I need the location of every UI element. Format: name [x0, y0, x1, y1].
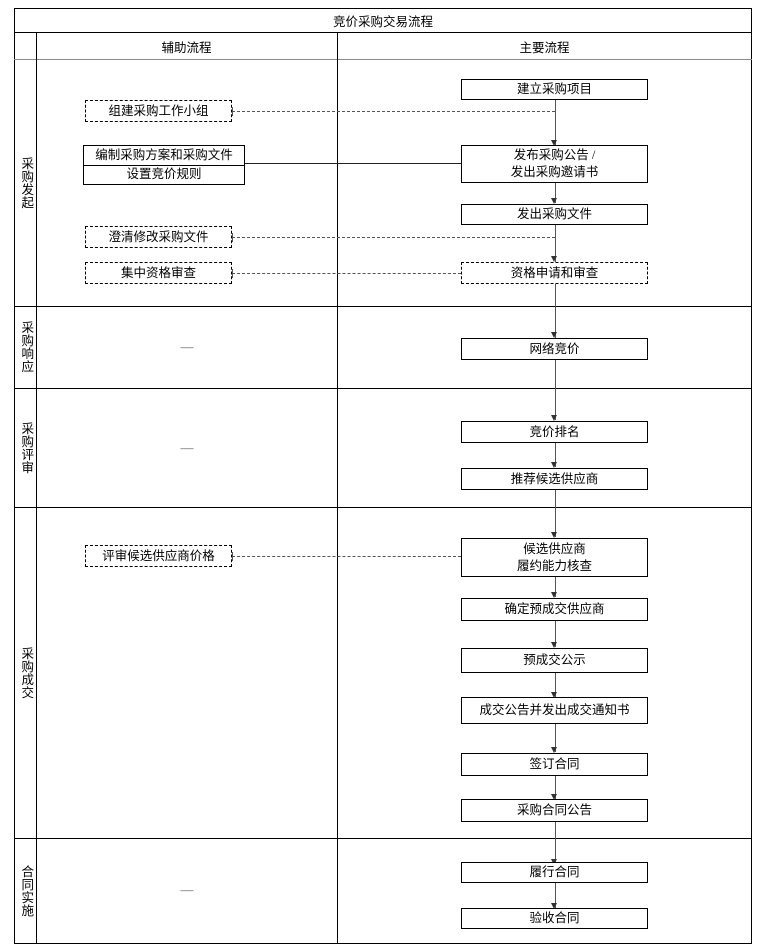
arrow-main-2	[551, 198, 558, 204]
section-divider-4	[14, 838, 752, 839]
main-box-online-bidding[interactable]: 网络竞价	[461, 338, 648, 360]
connector-aux-price-review	[232, 556, 461, 557]
aux-box-plan-and-rules[interactable]: 编制采购方案和采购文件 设置竞价规则	[83, 145, 245, 185]
aux-placeholder-review: —	[180, 440, 194, 455]
arrow-main-1	[551, 140, 558, 146]
chart-title: 竞价采购交易流程	[332, 14, 433, 29]
arrow-main-5	[551, 415, 558, 421]
main-box-recommend-candidate-suppliers[interactable]: 推荐候选供应商	[461, 468, 648, 490]
arrow-main-6	[551, 462, 558, 468]
section-divider-2	[14, 388, 752, 389]
aux-box-form-workgroup[interactable]: 组建采购工作小组	[85, 100, 232, 122]
connector-tick-workgroup	[232, 106, 233, 116]
aux-box-clarify-documents[interactable]: 澄清修改采购文件	[85, 226, 232, 248]
main-box-accept-contract[interactable]: 验收合同	[461, 908, 648, 929]
column-header-main: 主要流程	[519, 41, 570, 55]
connector-aux-workgroup	[232, 111, 555, 112]
main-box-candidate-capability-check[interactable]: 候选供应商 履约能力核查	[461, 538, 648, 577]
main-box-candidate-capability-check-line1: 候选供应商	[523, 541, 586, 556]
main-box-perform-contract[interactable]: 履行合同	[461, 862, 648, 883]
section-label-procurement-initiation: 采购发起	[19, 157, 34, 209]
main-box-determine-pre-award-supplier[interactable]: 确定预成交供应商	[461, 598, 648, 621]
main-box-award-announcement-notice[interactable]: 成交公告并发出成交通知书	[461, 697, 648, 724]
arrow-main-14	[551, 903, 558, 909]
connector-tick-qualification-left	[232, 268, 233, 278]
label-column-divider	[36, 33, 37, 944]
main-box-publish-announcement[interactable]: 发布采购公告 / 发出采购邀请书	[461, 145, 648, 183]
main-box-sign-contract[interactable]: 签订合同	[461, 753, 648, 776]
aux-box-set-bidding-rules[interactable]: 设置竞价规则	[84, 164, 244, 185]
section-divider-1	[14, 306, 752, 307]
connector-main-11	[555, 724, 556, 752]
main-box-bid-ranking[interactable]: 竞价排名	[461, 421, 648, 443]
connector-main-4	[555, 284, 556, 338]
main-box-issue-documents[interactable]: 发出采购文件	[461, 204, 648, 225]
connector-aux-clarify	[232, 237, 555, 238]
aux-placeholder-response: —	[180, 339, 194, 354]
connector-tick-clarify	[232, 232, 233, 242]
aux-main-column-divider	[337, 33, 338, 944]
connector-aux-plan-doc	[245, 163, 461, 164]
main-box-candidate-capability-check-line2: 履约能力核查	[516, 558, 592, 573]
main-box-pre-award-publicity[interactable]: 预成交公示	[461, 648, 648, 673]
section-label-procurement-response: 采购响应	[19, 321, 34, 373]
chart-title-row: 竞价采购交易流程	[14, 8, 752, 33]
connector-main-8	[555, 577, 556, 597]
aux-placeholder-contract: —	[180, 882, 194, 897]
arrow-main-8	[551, 592, 558, 598]
table-frame	[14, 8, 752, 944]
column-header-row: 辅助流程 主要流程	[14, 33, 752, 60]
arrow-main-7	[551, 532, 558, 538]
arrow-main-10	[551, 692, 558, 698]
column-header-aux: 辅助流程	[161, 41, 212, 55]
connector-main-5	[555, 360, 556, 420]
connector-main-1	[555, 100, 556, 146]
arrow-main-11	[551, 747, 558, 753]
connector-main-14	[555, 883, 556, 908]
section-label-procurement-award: 采购成交	[19, 646, 34, 699]
aux-box-centralized-qualification-review[interactable]: 集中资格审查	[85, 262, 232, 284]
section-label-procurement-review: 采购评审	[19, 421, 34, 474]
connector-main-10	[555, 673, 556, 697]
connector-tick-price-left	[232, 551, 233, 561]
aux-box-prepare-plan-documents[interactable]: 编制采购方案和采购文件	[95, 147, 233, 162]
connector-main-9	[555, 621, 556, 647]
connector-aux-qualification	[232, 273, 461, 274]
aux-box-review-candidate-price[interactable]: 评审候选供应商价格	[85, 545, 232, 567]
connector-main-7	[555, 490, 556, 537]
main-box-contract-announcement[interactable]: 采购合同公告	[461, 799, 648, 822]
connector-main-6	[555, 443, 556, 467]
arrow-main-3	[551, 256, 558, 262]
main-box-qualification-application-review[interactable]: 资格申请和审查	[461, 262, 648, 284]
main-box-publish-announcement-line1: 发布采购公告 /	[513, 148, 596, 163]
arrow-main-12	[551, 794, 558, 800]
main-box-create-project[interactable]: 建立采购项目	[461, 79, 648, 100]
connector-main-2	[555, 183, 556, 203]
connector-main-12	[555, 776, 556, 799]
section-divider-3	[14, 507, 752, 508]
connector-main-13	[555, 822, 556, 864]
arrow-main-4	[551, 332, 558, 338]
main-box-publish-announcement-line2: 发出采购邀请书	[510, 165, 599, 179]
section-label-contract-execution: 合同实施	[19, 865, 34, 917]
arrow-main-9	[551, 642, 558, 648]
connector-main-3	[555, 225, 556, 262]
